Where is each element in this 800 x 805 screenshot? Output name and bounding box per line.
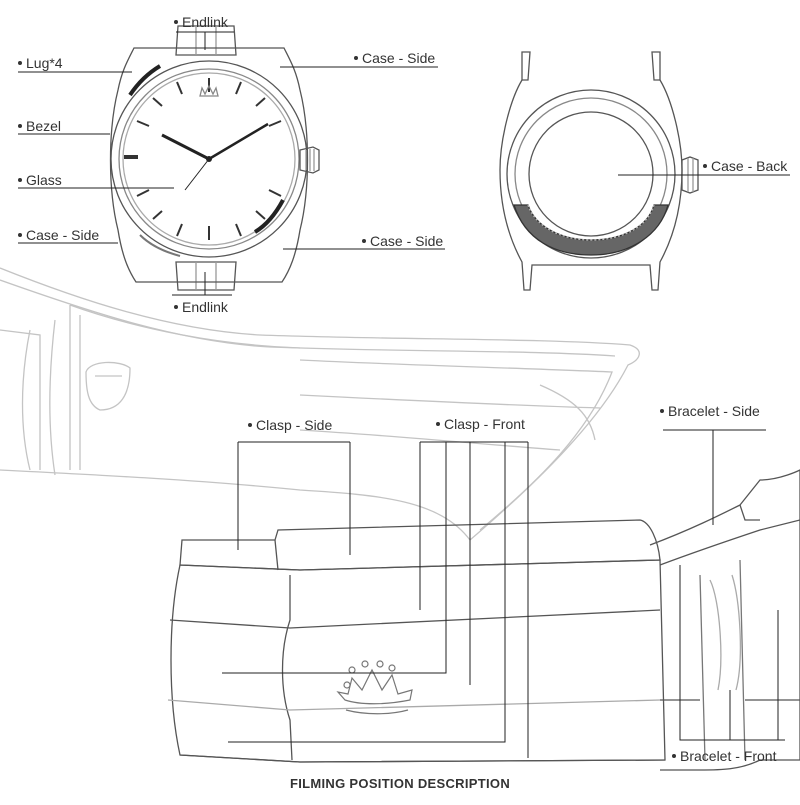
bullet-icon [362,239,366,244]
bullet-icon [18,178,22,183]
label-text: Case - Side [362,50,436,66]
bullet-icon [18,233,22,238]
background-bracelet [0,267,640,541]
bullet-icon [436,422,440,427]
label-case-side-left: Case - Side [18,227,99,243]
label-text: Case - Side [26,227,100,243]
label-clasp-side: Clasp - Side [248,417,332,433]
label-text: Lug*4 [26,55,63,71]
label-text: Bezel [26,118,62,134]
label-endlink-bottom: Endlink [174,299,228,315]
label-case-back: Case - Back [703,158,787,174]
bullet-icon [174,305,178,310]
label-clasp-front: Clasp - Front [436,416,525,432]
bullet-icon [18,124,22,129]
label-text: Bracelet - Side [668,403,760,419]
bullet-icon [354,56,358,61]
label-text: Case - Back [711,158,788,174]
bullet-icon [248,423,252,428]
label-case-side-top-right: Case - Side [354,50,435,66]
bullet-icon [703,164,707,169]
label-text: Endlink [182,14,228,30]
case-back [499,51,699,291]
label-case-side-bottom-right: Case - Side [362,233,443,249]
diagram-title: FILMING POSITION DESCRIPTION [289,776,511,791]
watch-front [109,25,320,291]
bullet-icon [18,61,22,66]
label-lug: Lug*4 [18,55,63,71]
crown-logo-icon [336,660,413,715]
label-text: Bracelet - Front [680,748,777,764]
bullet-icon [174,20,178,25]
leader-lines [18,31,790,758]
clasp-assembly [167,469,800,771]
label-endlink-top: Endlink [174,14,228,30]
label-bracelet-front: Bracelet - Front [672,748,776,764]
label-bezel: Bezel [18,118,61,134]
label-text: Clasp - Side [256,417,333,433]
label-text: Clasp - Front [444,416,525,432]
bullet-icon [660,409,664,414]
label-text: Glass [26,172,62,188]
label-text: Endlink [182,299,228,315]
label-bracelet-side: Bracelet - Side [660,403,760,419]
label-glass: Glass [18,172,62,188]
bullet-icon [672,754,676,759]
label-text: Case - Side [370,233,444,249]
